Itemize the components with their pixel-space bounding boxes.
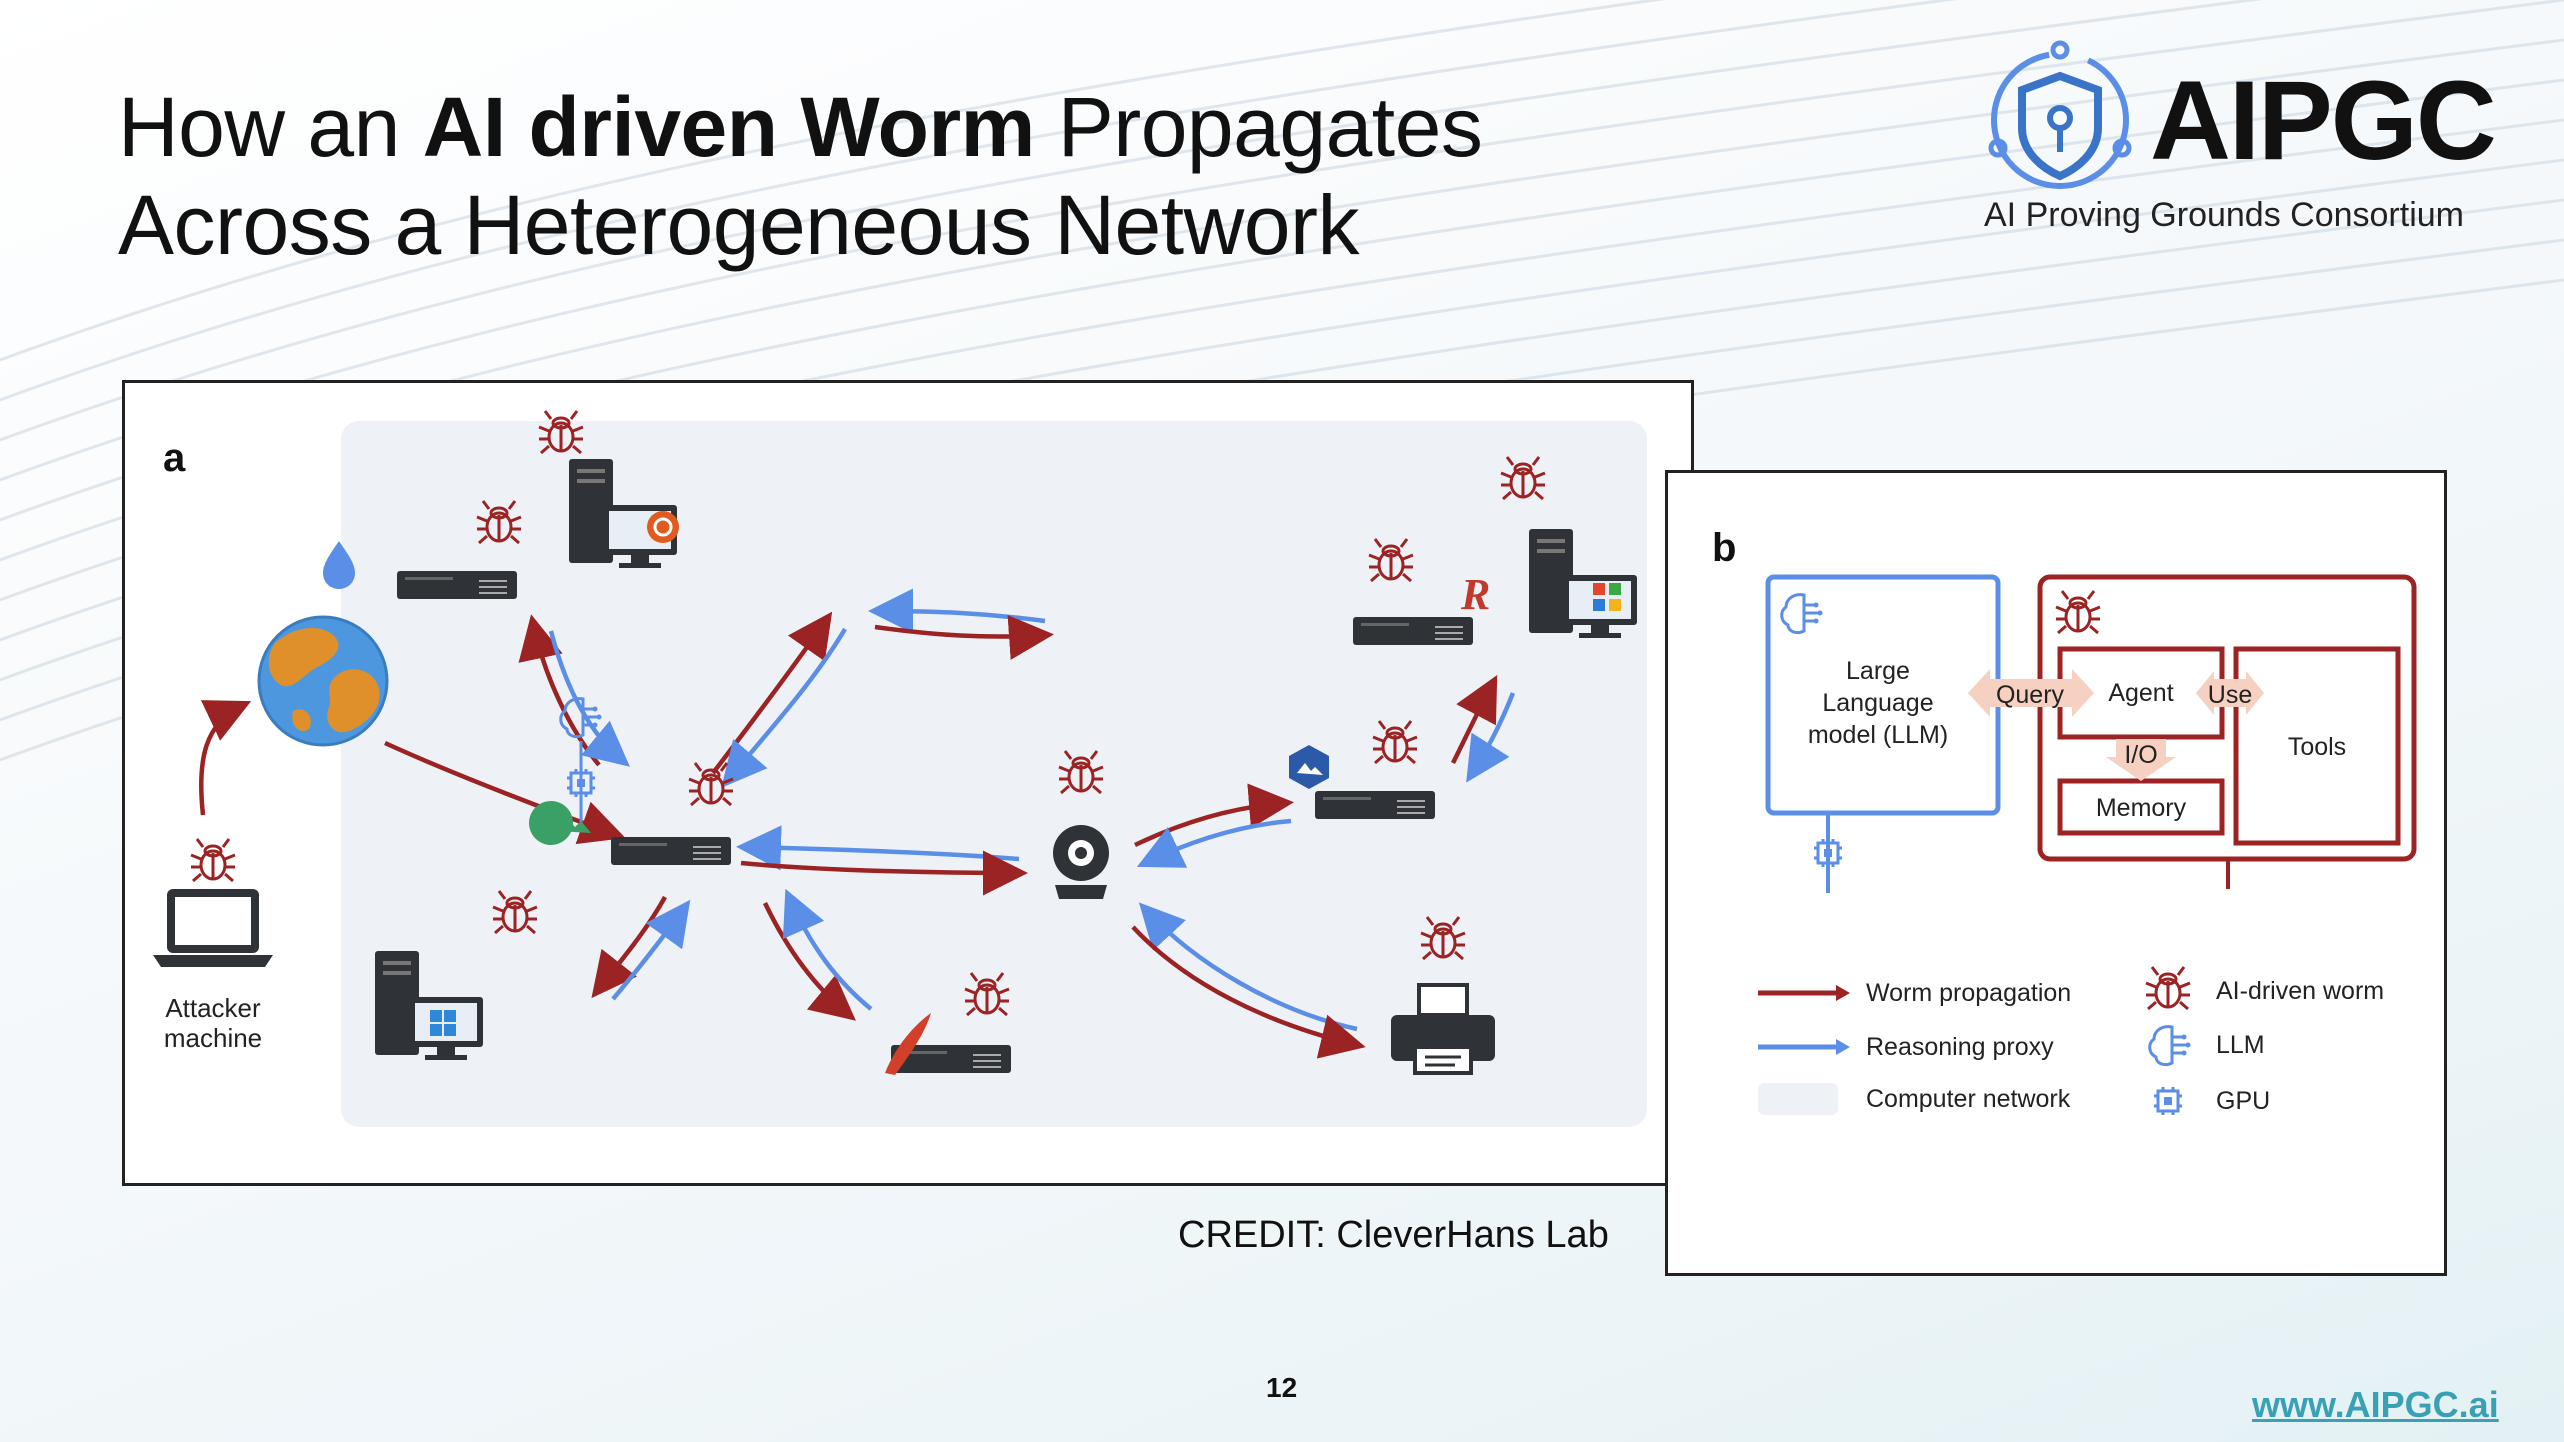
query-arrow <box>1968 669 2094 717</box>
globe-icon <box>257 615 389 747</box>
ubuntu-logo-icon <box>647 511 679 543</box>
bug-icon-attacker <box>189 837 237 883</box>
tools-box <box>2233 646 2401 846</box>
use-arrow <box>2196 671 2264 715</box>
tools-label: Tools <box>2288 733 2346 761</box>
webcam <box>1053 825 1109 899</box>
legend-llm: LLM <box>2216 1031 2265 1059</box>
mountain-logo-icon <box>529 800 591 845</box>
attacker-label-line1: Attacker <box>165 993 261 1023</box>
feather-icon <box>885 1013 931 1075</box>
aipgc-logo: AIPGC AI Proving Grounds Consortium <box>1980 36 2520 246</box>
gpu-icon-llm <box>1812 837 1844 869</box>
drupal-drop-icon <box>323 541 355 589</box>
title-post: Propagates <box>1034 80 1483 174</box>
logo-name: AIPGC <box>2150 58 2497 183</box>
logo-subtitle: AI Proving Grounds Consortium <box>1984 196 2464 234</box>
llm-label-line3: model (LLM) <box>1808 721 1948 749</box>
legend-gpu-icon <box>2152 1085 2184 1117</box>
query-label: Query <box>1996 681 2065 709</box>
printer <box>1391 983 1495 1075</box>
title-line2: Across a Heterogeneous Network <box>118 178 1359 272</box>
legend-bug-icon <box>2144 965 2192 1011</box>
panel-b-label: b <box>1712 526 1736 570</box>
windows-logo-icon <box>430 1010 456 1036</box>
legend-worm-propagation: Worm propagation <box>1866 979 2071 1007</box>
legend-proxy-arrowhead <box>1836 1039 1850 1055</box>
llm-label-line2: Language <box>1822 689 1933 717</box>
server-top-left <box>396 570 518 600</box>
panel-a-network-diagram: a <box>122 380 1694 1186</box>
credit-text: CREDIT: CleverHans Lab <box>1178 1214 1609 1256</box>
title-bold: AI driven Worm <box>422 80 1036 174</box>
llm-label-line1: Large <box>1846 657 1910 685</box>
shield-circuit-icon <box>1988 40 2132 189</box>
legend-brain-icon <box>2148 1025 2192 1067</box>
legend-computer-network: Computer network <box>1866 1085 2071 1113</box>
agent-label: Agent <box>2108 679 2173 707</box>
attacker-laptop <box>153 889 273 967</box>
io-label: I/O <box>2124 741 2157 769</box>
network-arrows <box>198 588 1516 1059</box>
slide-title: How an AI driven Worm Propagates Across … <box>118 78 1483 274</box>
memory-box <box>2057 778 2225 836</box>
legend-worm-arrowhead <box>1836 985 1850 1001</box>
legend-reasoning-proxy: Reasoning proxy <box>1866 1033 2054 1061</box>
attacker-label-line2: machine <box>164 1023 262 1053</box>
website-link[interactable]: www.AIPGC.ai <box>2252 1384 2499 1425</box>
gpu-icon-hub <box>565 767 597 799</box>
redmine-server <box>1352 616 1474 646</box>
panel-b-worm-architecture: b Large Language model (LLM) Agent Tools… <box>1665 470 2447 1276</box>
legend-network-swatch <box>1758 1083 1838 1115</box>
title-pre: How an <box>118 80 423 174</box>
router-server <box>1314 790 1436 820</box>
redmine-logo-icon: R <box>1460 570 1490 619</box>
windows-xp-logo-icon <box>1593 583 1621 611</box>
io-arrow <box>2106 739 2176 781</box>
legend-ai-worm: AI-driven worm <box>2216 977 2384 1005</box>
computer-network-area <box>341 421 1647 1127</box>
legend-gpu: GPU <box>2216 1087 2270 1115</box>
memory-label: Memory <box>2096 794 2187 822</box>
use-label: Use <box>2208 681 2252 709</box>
page-number: 12 <box>1266 1372 1298 1403</box>
legend: Worm propagation Reasoning proxy Compute… <box>1758 965 2384 1117</box>
mountain-router-logo-icon <box>1289 745 1329 789</box>
hub-server <box>610 836 732 866</box>
panel-a-label: a <box>163 436 186 480</box>
